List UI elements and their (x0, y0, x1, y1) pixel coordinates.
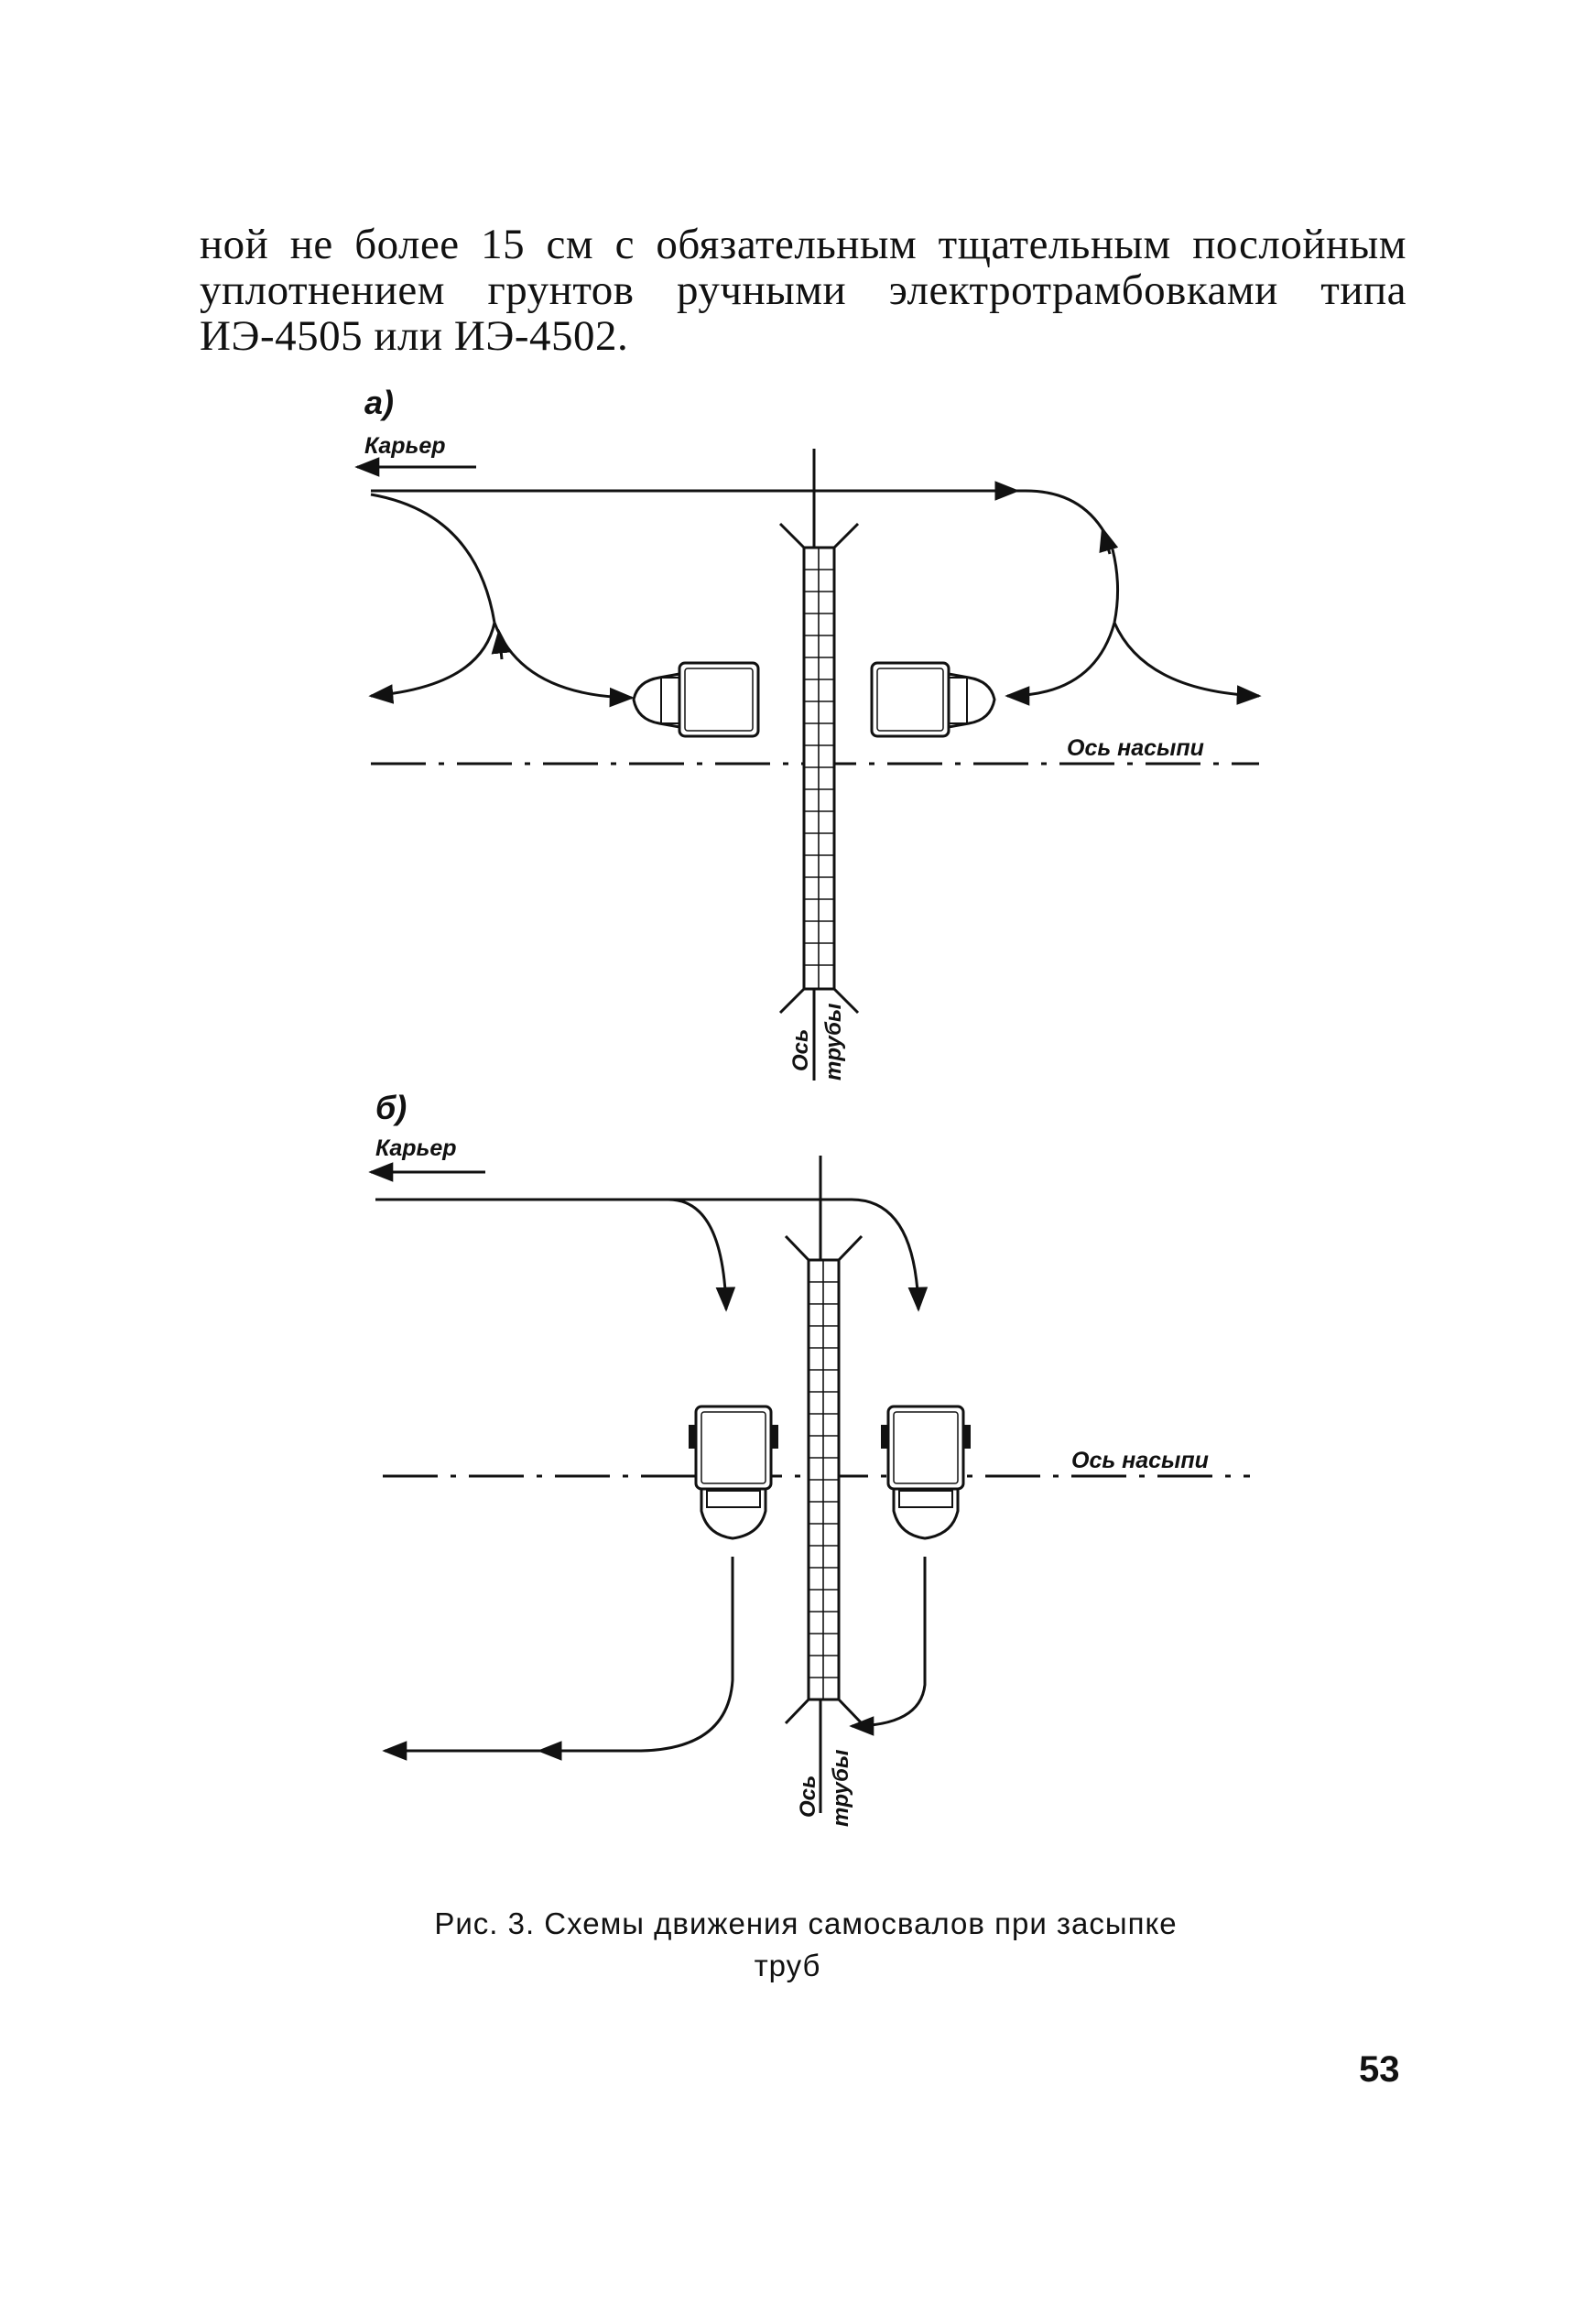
figure-a-right-loop-upper (1111, 548, 1120, 624)
figure-b-label: б) (375, 1089, 407, 1126)
figure-a-right-loop-down (1113, 622, 1262, 705)
paragraph-line-2: уплотнением грунтов ручными электротрамб… (200, 266, 1407, 314)
figure-a-right-approach (1005, 622, 1116, 706)
figure-a-left-approach (493, 622, 635, 708)
figure-b-pipe (784, 1234, 864, 1725)
figure-a: а) Карьер Ось насыпи Ось трубы (354, 384, 1262, 1081)
figure-a-truck-left (632, 661, 760, 738)
figure-b-top-route-right (668, 1198, 929, 1312)
caption-line-1: Рис. 3. Схемы движения самосвалов при за… (434, 1906, 1178, 1940)
figure-caption: Рис. 3. Схемы движения самосвалов при за… (0, 1903, 1575, 1987)
figure-b-pipe-axis-label-2: трубы (829, 1749, 853, 1827)
figure-a-left-loop-lower (368, 622, 496, 704)
figure-a-pipe-axis-label-1: Ось (788, 1029, 813, 1071)
figure-b-embankment-axis-label: Ось насыпи (1071, 1448, 1209, 1473)
figure-a-pipe-axis-label-2: трубы (821, 1003, 846, 1081)
figure-a-embankment-axis-label: Ось насыпи (1067, 735, 1204, 761)
figure-b-return-left (382, 1557, 734, 1761)
figure-b-quarry-label: Карьер (375, 1135, 457, 1161)
figure-a-truck-right (870, 661, 996, 738)
caption-line-2: труб (754, 1949, 821, 1982)
figure-b-truck-left (689, 1405, 778, 1540)
paragraph-line-1: ной не более 15 см с обязательным тщател… (200, 221, 1407, 268)
figure-a-right-loop-arrow (1099, 527, 1119, 555)
figure-a-top-route (371, 489, 1114, 550)
figure-b-pipe-axis-label-1: Ось (796, 1776, 820, 1818)
figure-a-left-loop-upper (370, 493, 496, 624)
figure-a-left-loop-arrow (491, 628, 512, 660)
figure-b-return-right (849, 1557, 927, 1736)
figure-a-quarry-label: Карьер (364, 433, 446, 459)
figure-a-label: а) (364, 384, 394, 421)
figure-a-pipe (778, 522, 860, 1015)
paragraph-line-3: ИЭ-4505 или ИЭ-4502. (200, 312, 629, 360)
page-number: 53 (1359, 2049, 1400, 2090)
figure-b-truck-right (881, 1405, 971, 1540)
figure-b: б) Карьер Ось насыпи Ось трубы (368, 1089, 1250, 1827)
body-paragraph: ной не более 15 см с обязательным тщател… (200, 222, 1407, 359)
figure-b-top-route (375, 1198, 736, 1312)
